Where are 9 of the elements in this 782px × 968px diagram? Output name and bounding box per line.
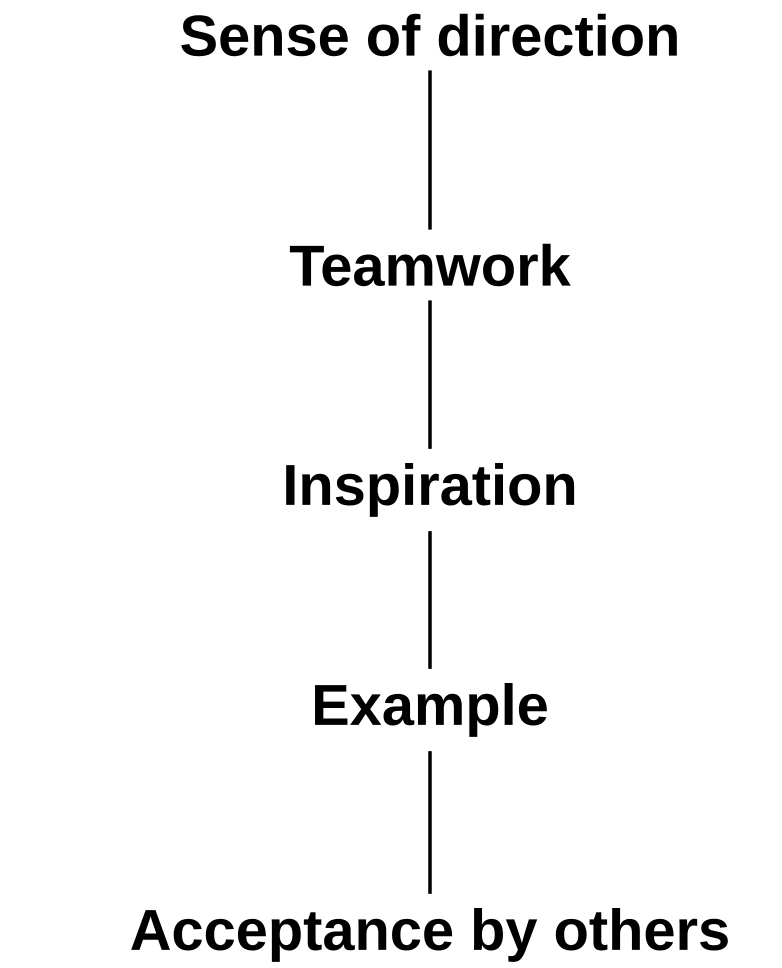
node-label: Sense of direction: [181, 14, 677, 56]
connector-line: [428, 751, 432, 894]
connector-line: [428, 70, 432, 230]
node-label: Teamwork: [290, 244, 571, 286]
connector-line: [428, 531, 432, 669]
node-label: Example: [315, 683, 547, 737]
connector-line: [428, 300, 432, 449]
node-label: Inspiration: [286, 463, 574, 517]
node-label: Acceptance by others: [131, 908, 728, 962]
